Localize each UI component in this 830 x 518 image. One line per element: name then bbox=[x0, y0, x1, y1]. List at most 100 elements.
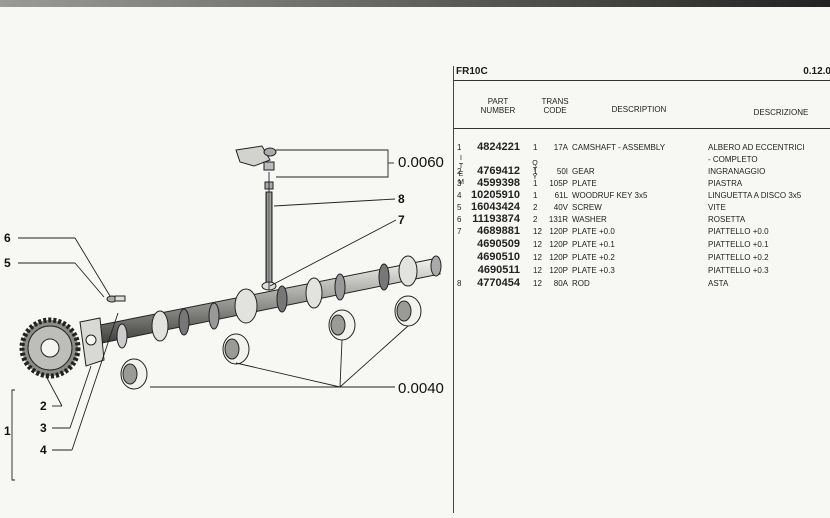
descrizione: INGRANAGGIO bbox=[708, 167, 766, 176]
trans-code: 120P bbox=[549, 266, 568, 275]
item-number: 2 bbox=[457, 167, 462, 176]
description: PLATE +0.2 bbox=[572, 253, 615, 262]
scan-top-strip bbox=[0, 0, 830, 7]
gear bbox=[19, 317, 81, 379]
trans-code: 17A bbox=[553, 143, 568, 152]
qty: 1 bbox=[533, 179, 538, 188]
item-number: 8 bbox=[457, 279, 462, 288]
leader-lines bbox=[11, 149, 409, 481]
qty: 1 bbox=[533, 143, 538, 152]
header-trans-line2: CODE bbox=[543, 106, 567, 115]
item-number: 7 bbox=[457, 227, 462, 236]
table-row: 4 10205910 1 61L WOODRUF KEY 3x5 LINGUET… bbox=[454, 189, 830, 201]
callout-ref-top: 0.0060 bbox=[398, 154, 444, 171]
header-descrizione: DESCRIZIONE bbox=[753, 108, 809, 117]
camshaft-drawing bbox=[11, 145, 442, 481]
sheet-code: FR10C bbox=[456, 66, 488, 77]
header-part-line1: PART bbox=[487, 97, 509, 106]
thrust-plate bbox=[79, 317, 105, 367]
table-row: 5 16043424 2 40V SCREW VITE bbox=[454, 201, 830, 213]
description: PLATE +0.1 bbox=[572, 240, 615, 249]
table-row: 1 4824221 1 17A CAMSHAFT - ASSEMBLY ALBE… bbox=[454, 141, 830, 153]
qty: 12 bbox=[533, 227, 542, 236]
header-part-number: PART NUMBER bbox=[478, 97, 518, 115]
descrizione: PIATTELLO +0.1 bbox=[708, 240, 769, 249]
callout-5: 5 bbox=[4, 256, 11, 270]
descrizione: ASTA bbox=[708, 279, 729, 288]
qty: 12 bbox=[533, 240, 542, 249]
sheet-page-number: 0.12.0 bbox=[803, 66, 830, 77]
callout-6: 6 bbox=[4, 231, 11, 245]
table-row: 4690511 12 120P PLATE +0.3 PIATTELLO +0.… bbox=[454, 264, 830, 276]
descrizione: PIATTELLO +0.2 bbox=[708, 253, 769, 262]
header-rule-top bbox=[454, 80, 830, 81]
qty: 1 bbox=[533, 167, 538, 176]
descrizione: ROSETTA bbox=[708, 215, 746, 224]
qty: 12 bbox=[533, 279, 542, 288]
callout-4: 4 bbox=[40, 443, 47, 457]
description: WOODRUF KEY 3x5 bbox=[572, 191, 648, 200]
descrizione: PIATTELLO +0.0 bbox=[708, 227, 769, 236]
description: ROD bbox=[572, 279, 590, 288]
item-number: 4 bbox=[457, 191, 462, 200]
qty: 2 bbox=[533, 215, 538, 224]
descrizione: PIATTELLO +0.3 bbox=[708, 266, 769, 275]
callout-8: 8 bbox=[398, 192, 405, 206]
part-number: 4689881 bbox=[477, 225, 520, 237]
table-row: 4690509 12 120P PLATE +0.1 PIATTELLO +0.… bbox=[454, 238, 830, 250]
rocker-and-rod bbox=[235, 145, 277, 291]
table-row: 4690510 12 120P PLATE +0.2 PIATTELLO +0.… bbox=[454, 251, 830, 263]
trans-code: 120P bbox=[549, 240, 568, 249]
callout-ref-bottom: 0.0040 bbox=[398, 380, 444, 397]
header-trans-code: TRANS CODE bbox=[541, 97, 569, 115]
part-number: 4690511 bbox=[477, 264, 520, 276]
descrizione: LINGUETTA A DISCO 3x5 bbox=[708, 191, 802, 200]
part-number: 4690509 bbox=[477, 238, 520, 250]
part-number: 4770454 bbox=[477, 277, 520, 289]
qty: 12 bbox=[533, 266, 542, 275]
description: CAMSHAFT - ASSEMBLY bbox=[572, 143, 666, 152]
callout-2: 2 bbox=[40, 399, 47, 413]
description: SCREW bbox=[572, 203, 602, 212]
table-row: 3 4599398 1 105P PLATE PIASTRA bbox=[454, 177, 830, 189]
part-number: 4824221 bbox=[477, 141, 520, 153]
part-number: 10205910 bbox=[471, 189, 520, 201]
trans-code: 105P bbox=[549, 179, 568, 188]
trans-code: 80A bbox=[553, 279, 568, 288]
table-row: 8 4770454 12 80A ROD ASTA bbox=[454, 277, 830, 289]
item-number: 5 bbox=[457, 203, 462, 212]
screw-washer bbox=[106, 295, 126, 303]
header-trans-line1: TRANS bbox=[541, 97, 569, 106]
description: PLATE +0.0 bbox=[572, 227, 615, 236]
trans-code: 120P bbox=[549, 227, 568, 236]
item-number: 1 bbox=[457, 143, 462, 152]
qty: 2 bbox=[533, 203, 538, 212]
descrizione-continuation: - COMPLETO bbox=[708, 155, 758, 164]
table-row: 2 4769412 1 50I GEAR INGRANAGGIO bbox=[454, 165, 830, 177]
item-number: 6 bbox=[457, 215, 462, 224]
part-number: 4690510 bbox=[477, 251, 520, 263]
callout-1: 1 bbox=[4, 424, 11, 438]
bearing-shells bbox=[120, 295, 422, 390]
callout-3: 3 bbox=[40, 421, 47, 435]
description: PLATE +0.3 bbox=[572, 266, 615, 275]
callout-7: 7 bbox=[398, 213, 405, 227]
description: PLATE bbox=[572, 179, 597, 188]
part-number: 4599398 bbox=[477, 177, 520, 189]
table-row: 7 4689881 12 120P PLATE +0.0 PIATTELLO +… bbox=[454, 225, 830, 237]
header-description: DESCRIPTION bbox=[611, 105, 667, 114]
exploded-diagram: 0.0060 0.0040 8 7 6 5 2 1 3 4 bbox=[4, 145, 444, 481]
header-rule-bottom bbox=[454, 128, 830, 129]
trans-code: 50I bbox=[556, 167, 568, 176]
qty: 1 bbox=[533, 191, 538, 200]
trans-code: 61L bbox=[554, 191, 568, 200]
table-row: 6 11193874 2 131R WASHER ROSETTA bbox=[454, 213, 830, 225]
item-number: 3 bbox=[457, 179, 462, 188]
qty: 12 bbox=[533, 253, 542, 262]
descrizione: ALBERO AD ECCENTRICI bbox=[708, 143, 805, 152]
part-number: 16043424 bbox=[471, 201, 520, 213]
header-part-line2: NUMBER bbox=[480, 106, 516, 115]
